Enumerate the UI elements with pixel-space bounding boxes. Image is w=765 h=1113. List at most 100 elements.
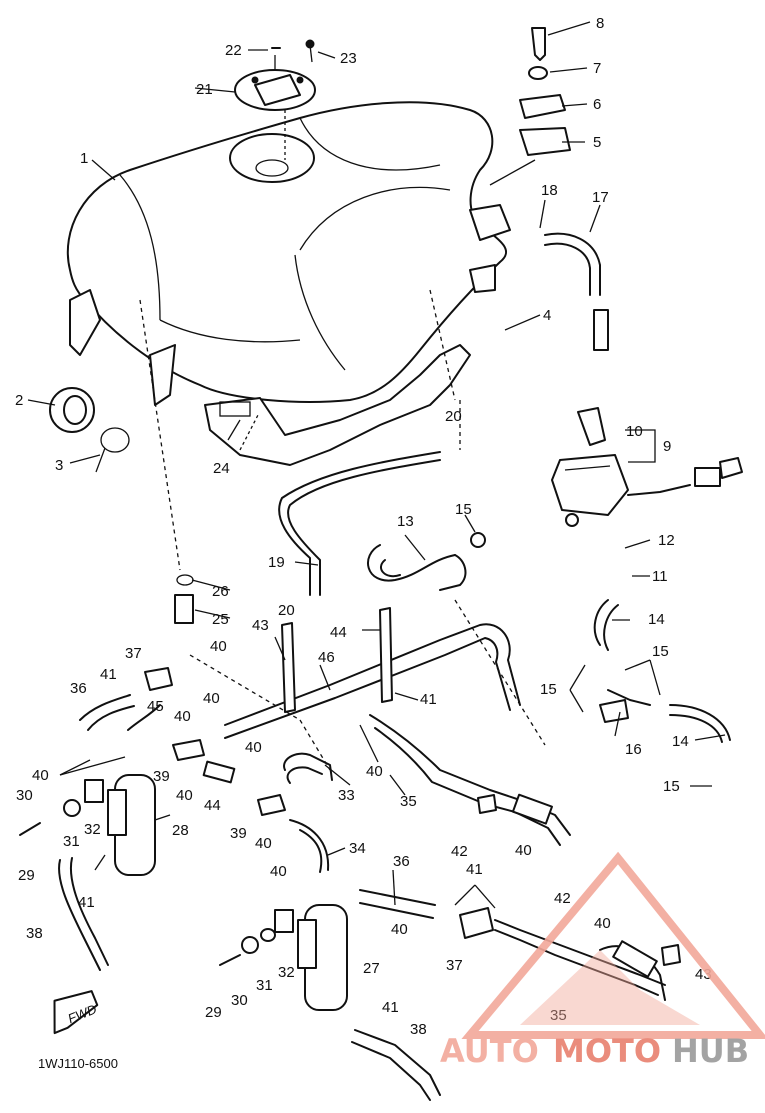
callout-label: 3: [55, 457, 63, 474]
watermark-text-moto: MOTO: [553, 1032, 661, 1070]
drawing-code: 1WJ110-6500: [38, 1056, 118, 1071]
callout-label: 21: [196, 81, 213, 98]
callout-label: 2: [15, 392, 23, 409]
straps-fittings: [139, 299, 393, 713]
callout-label: 1: [80, 150, 88, 167]
callout-label: 30: [16, 787, 33, 804]
callout-label: 14: [648, 611, 665, 628]
callout-label: 40: [210, 638, 227, 655]
callout-label: 10: [626, 423, 643, 440]
seat-plate-part: [204, 344, 471, 466]
watermark-logo: AUTO MOTO HUB: [440, 851, 765, 1070]
callout-label: 14: [672, 733, 689, 750]
fuel-tank-part: [66, 101, 511, 406]
callout-label: 36: [70, 680, 87, 697]
callout-label: 35: [550, 1007, 567, 1024]
callout-label: 40: [255, 835, 272, 852]
callout-label: 40: [176, 787, 193, 804]
callout-label: 29: [18, 867, 35, 884]
watermark-triangle: [461, 851, 765, 1039]
callout-label: 40: [391, 921, 408, 938]
callout-label: 5: [593, 134, 601, 151]
callout-label: 6: [593, 96, 601, 113]
callout-label: 13: [397, 513, 414, 530]
canister-27: [219, 889, 441, 1101]
callout-label: 44: [204, 797, 221, 814]
callout-label: 40: [366, 763, 383, 780]
callout-label: 34: [349, 840, 366, 857]
callout-label: 15: [663, 778, 680, 795]
watermark-text-hub: HUB: [672, 1032, 749, 1070]
callout-label: 20: [278, 602, 295, 619]
callout-label: 40: [594, 915, 611, 932]
callout-label: 28: [172, 822, 189, 839]
callout-label: 38: [26, 925, 43, 942]
callout-label: 17: [592, 189, 609, 206]
callout-label: 42: [554, 890, 571, 907]
callout-label: 19: [268, 554, 285, 571]
damper-parts: [489, 27, 571, 186]
callout-label: 15: [652, 643, 669, 660]
fuel-cock-part: [551, 407, 743, 527]
callout-label: 40: [245, 739, 262, 756]
lower-right-assembly: [459, 794, 681, 1001]
callout-label: 44: [330, 624, 347, 641]
callout-label: 35: [400, 793, 417, 810]
cover-clamp-parts: [49, 387, 130, 473]
callout-label: 15: [540, 681, 557, 698]
breather-hose-35: [369, 714, 571, 846]
misc-hoses: [172, 739, 333, 873]
callout-label: 33: [338, 787, 355, 804]
watermark-text-auto: AUTO: [440, 1032, 539, 1070]
callout-label: 37: [446, 957, 463, 974]
callout-label: 36: [393, 853, 410, 870]
callout-label: 41: [466, 861, 483, 878]
callout-label: 15: [455, 501, 472, 518]
callout-label: 9: [663, 438, 671, 455]
callout-label: 25: [212, 611, 229, 628]
callout-label: 40: [270, 863, 287, 880]
callout-label: 24: [213, 460, 230, 477]
callout-label: 32: [278, 964, 295, 981]
callout-label: 40: [203, 690, 220, 707]
callout-label: 30: [231, 992, 248, 1009]
callout-label: 41: [78, 894, 95, 911]
callout-label: 7: [593, 60, 601, 77]
callout-label: 40: [32, 767, 49, 784]
callout-label: 39: [230, 825, 247, 842]
callout-label: 41: [382, 999, 399, 1016]
callout-numbers: 1 2 3 4 5 6 7 8 9 10 11 12 13 14 14 15 1…: [15, 15, 712, 1071]
callout-label: 26: [212, 583, 229, 600]
callout-label: 18: [541, 182, 558, 199]
callout-label: 38: [410, 1021, 427, 1038]
callout-label: 4: [543, 307, 551, 324]
callout-label: 40: [174, 708, 191, 725]
callout-label: 22: [225, 42, 242, 59]
breather-hose-47: [224, 623, 521, 739]
leader-lines: [27, 21, 726, 909]
callout-label: 39: [153, 768, 170, 785]
callout-label: 31: [256, 977, 273, 994]
callout-label: 37: [125, 645, 142, 662]
callout-label: 16: [625, 741, 642, 758]
callout-label: 42: [451, 843, 468, 860]
callout-label: 12: [658, 532, 675, 549]
callout-label: 40: [515, 842, 532, 859]
callout-label: 31: [63, 833, 80, 850]
fuel-hoses: [278, 232, 731, 743]
callout-label: 8: [596, 15, 604, 32]
callout-label: 45: [147, 698, 164, 715]
callout-label: 11: [652, 568, 668, 585]
callout-label: 32: [84, 821, 101, 838]
canister-28: [19, 667, 173, 971]
callout-label: 43: [252, 617, 269, 634]
watermark-mountain-icon: [520, 950, 700, 1025]
callout-label: 29: [205, 1004, 222, 1021]
fuel-cap-part: [234, 39, 316, 160]
callout-label: 46: [318, 649, 335, 666]
callout-label: 23: [340, 50, 357, 67]
callout-label: 41: [100, 666, 117, 683]
forward-arrow: FWD: [53, 990, 99, 1035]
